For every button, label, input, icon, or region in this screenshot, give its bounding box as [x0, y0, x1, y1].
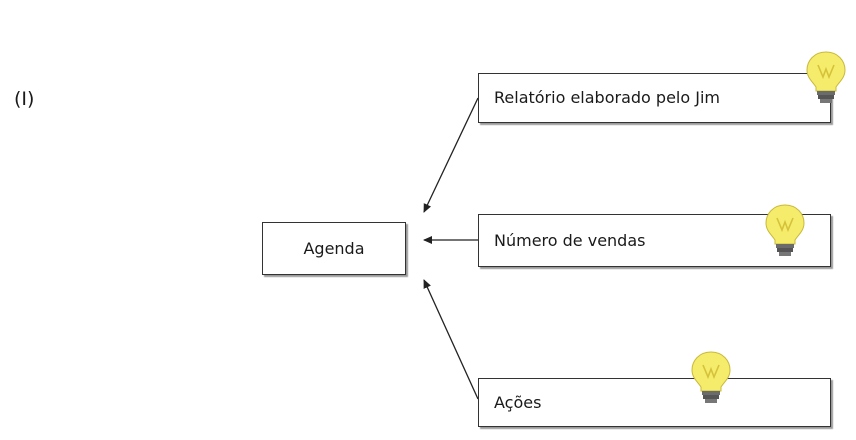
acoes-label: Ações: [494, 392, 542, 412]
lightbulb-icon: [765, 204, 805, 256]
relatorio-label: Relatório elaborado pelo Jim: [494, 88, 720, 107]
agenda-label: Agenda: [303, 238, 365, 258]
agenda-box: Agenda: [262, 222, 406, 275]
figure-label: (I): [14, 88, 35, 110]
numero-vendas-label: Número de vendas: [494, 230, 646, 250]
lightbulb-icon: [691, 351, 731, 403]
lightbulb-icon: [806, 51, 846, 103]
arrow-acoes-to-agenda: [423, 279, 479, 400]
acoes-box: Ações: [478, 378, 831, 427]
arrow-relatorio-to-agenda: [423, 97, 479, 213]
relatorio-box: Relatório elaborado pelo Jim: [478, 73, 831, 123]
